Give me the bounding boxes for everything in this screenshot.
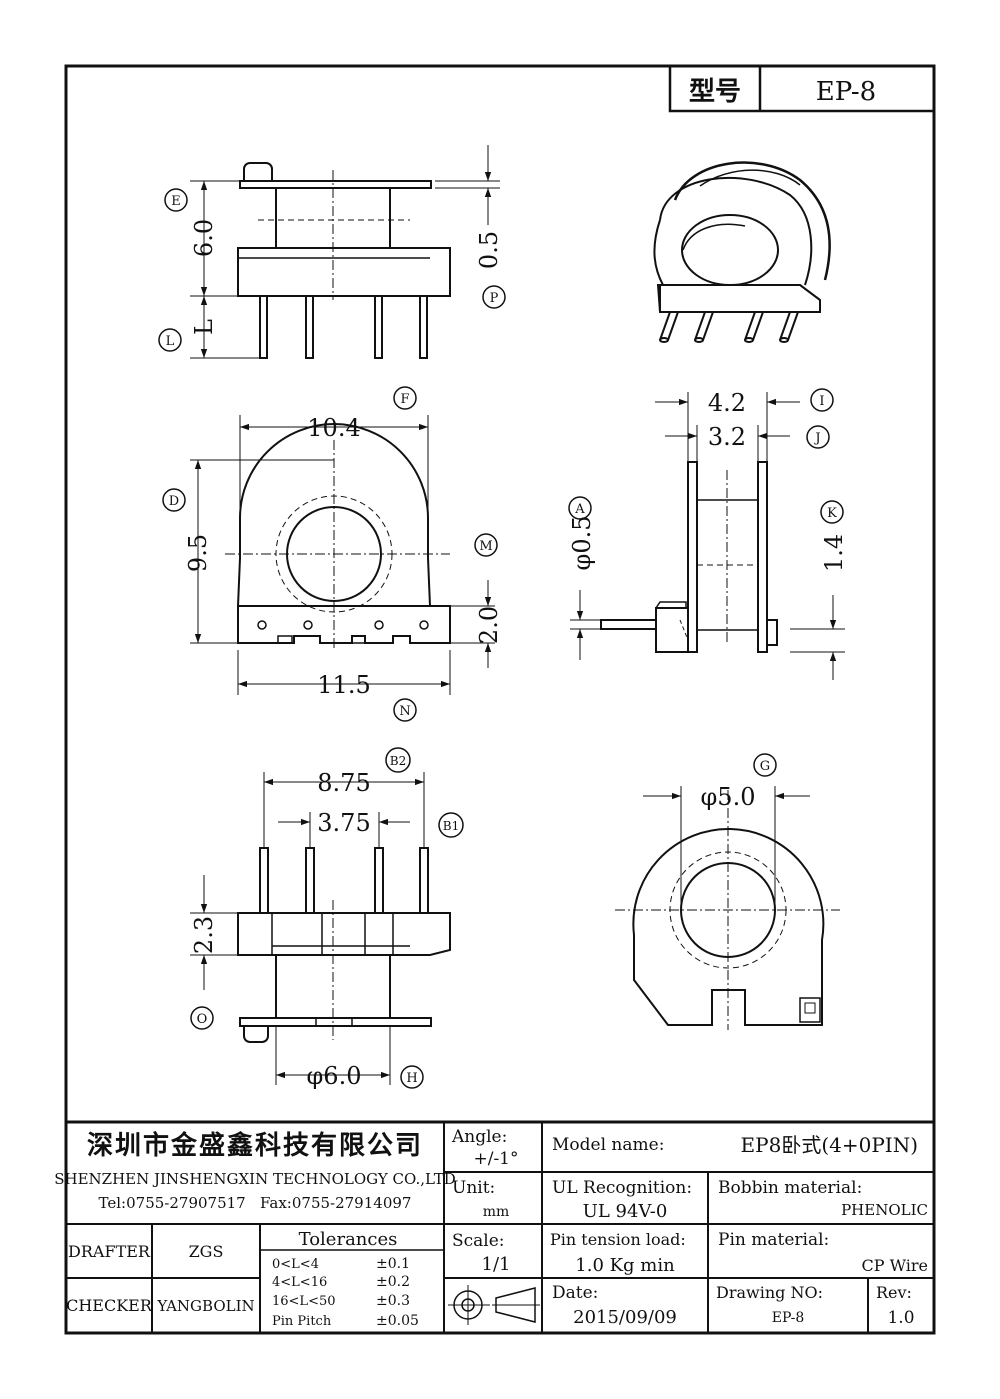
date-value: 2015/09/09	[573, 1307, 677, 1328]
scale-label: Scale:	[452, 1231, 505, 1251]
callout-m: M	[474, 533, 498, 557]
company-contact: Tel:0755-27907517 Fax:0755-27914097	[99, 1194, 412, 1212]
date-label: Date:	[552, 1283, 598, 1303]
svg-text:N: N	[399, 704, 410, 719]
drawing-no-label: Drawing NO:	[716, 1283, 823, 1302]
dim-bottom-outer: 8.75	[317, 769, 370, 797]
dim-front-base-width: 11.5	[317, 671, 370, 699]
rear-view	[615, 786, 840, 1030]
dim-bottom-height: 2.3	[190, 916, 218, 954]
drawing-frame	[64, 64, 936, 1335]
tolerance-value: ±0.2	[376, 1274, 410, 1290]
dim-front-width: 10.4	[307, 414, 360, 442]
angle-value: +/-1°	[473, 1149, 518, 1169]
svg-text:F: F	[400, 392, 409, 407]
front-view	[190, 415, 495, 695]
pin-tension-value: 1.0 Kg min	[575, 1255, 675, 1276]
callout-i: I	[810, 388, 834, 412]
callout-b2: B2	[385, 747, 411, 773]
rev-value: 1.0	[887, 1308, 914, 1328]
svg-text:G: G	[760, 759, 770, 774]
type-header: 型号 EP-8	[668, 64, 936, 113]
svg-text:M: M	[479, 539, 492, 554]
type-value: EP-8	[816, 77, 876, 107]
drawing-no-value: EP-8	[772, 1310, 805, 1326]
title-block	[66, 1120, 934, 1333]
svg-text:J: J	[813, 431, 820, 446]
callout-g: G	[753, 753, 777, 777]
tolerances-title: Tolerances	[299, 1229, 398, 1250]
tolerance-range: 16<L<50	[272, 1294, 336, 1309]
callout-b1: B1	[438, 812, 464, 838]
callout-l: L	[158, 328, 182, 352]
callout-f: F	[393, 386, 417, 410]
callout-o: O	[190, 1006, 214, 1030]
callout-e: E	[164, 188, 188, 212]
dim-top-pin: L	[190, 319, 218, 335]
dim-top-flange: 0.5	[475, 231, 503, 269]
pin-material-label: Pin material:	[718, 1230, 829, 1250]
drafter-label: DRAFTER	[68, 1242, 151, 1261]
type-label: 型号	[689, 77, 741, 107]
tolerance-range: 4<L<16	[272, 1275, 327, 1290]
svg-text:L: L	[166, 334, 175, 349]
scale-value: 1/1	[482, 1254, 511, 1275]
unit-value: mm	[483, 1204, 510, 1220]
callout-h: H	[400, 1065, 424, 1089]
dim-top-height: 6.0	[190, 219, 218, 257]
top-view	[190, 145, 500, 359]
callout-d: D	[162, 488, 186, 512]
pin-tension-label: Pin tension load:	[550, 1230, 686, 1249]
svg-text:D: D	[169, 494, 179, 509]
bottom-view	[190, 772, 451, 1085]
svg-text:K: K	[827, 506, 837, 521]
dim-front-base: 2.0	[475, 606, 503, 644]
svg-text:B2: B2	[390, 754, 406, 768]
ul-value: UL 94V-0	[583, 1201, 668, 1222]
rev-label: Rev:	[876, 1283, 912, 1302]
svg-text:E: E	[171, 194, 181, 209]
tolerance-rows: 0<L<4 ±0.1 4<L<16 ±0.2 16<L<50 ±0.3 Pin …	[272, 1256, 419, 1329]
svg-text:H: H	[406, 1071, 417, 1086]
angle-label: Angle:	[451, 1127, 507, 1147]
tolerance-value: ±0.05	[376, 1313, 419, 1329]
checker-value: YANGBOLIN	[156, 1297, 254, 1315]
dim-rear-core: φ5.0	[701, 783, 756, 811]
checker-label: CHECKER	[66, 1296, 153, 1315]
tolerance-value: ±0.3	[376, 1293, 410, 1309]
svg-text:P: P	[490, 291, 499, 306]
dim-side-offset: 1.4	[820, 534, 848, 572]
model-name-label: Model name:	[552, 1135, 664, 1155]
callout-p: P	[482, 285, 506, 309]
bobbin-material-label: Bobbin material:	[718, 1178, 862, 1198]
callout-n: N	[393, 698, 417, 722]
model-name-value: EP8卧式(4+0PIN)	[741, 1133, 918, 1157]
pin-material-value: CP Wire	[862, 1256, 929, 1275]
company-name-en: SHENZHEN JINSHENGXIN TECHNOLOGY CO.,LTD	[54, 1170, 456, 1188]
isometric-view	[653, 161, 831, 343]
callout-k: K	[820, 500, 844, 524]
tolerance-range: 0<L<4	[272, 1257, 319, 1272]
company-name-cn: 深圳市金盛鑫科技有限公司	[87, 1130, 423, 1161]
dim-bottom-inner: 3.75	[317, 809, 370, 837]
tolerance-range: Pin Pitch	[272, 1314, 332, 1329]
drafter-value: ZGS	[189, 1242, 224, 1261]
svg-text:A: A	[574, 502, 585, 517]
svg-text:B1: B1	[443, 819, 459, 833]
svg-text:I: I	[819, 394, 824, 409]
unit-label: Unit:	[452, 1178, 495, 1198]
dim-bottom-core: φ6.0	[307, 1062, 362, 1090]
callout-j: J	[806, 425, 830, 449]
dim-side-pin-dia: φ0.5	[568, 516, 596, 571]
callout-a: A	[568, 496, 592, 520]
ul-label: UL Recognition:	[552, 1178, 692, 1198]
tolerance-value: ±0.1	[376, 1256, 410, 1272]
dim-side-inner: 3.2	[708, 423, 746, 451]
dim-front-height: 9.5	[184, 534, 212, 572]
svg-text:O: O	[197, 1012, 208, 1027]
bobbin-material-value: PHENOLIC	[841, 1201, 928, 1219]
dim-side-outer: 4.2	[708, 389, 746, 417]
side-view	[570, 392, 845, 680]
